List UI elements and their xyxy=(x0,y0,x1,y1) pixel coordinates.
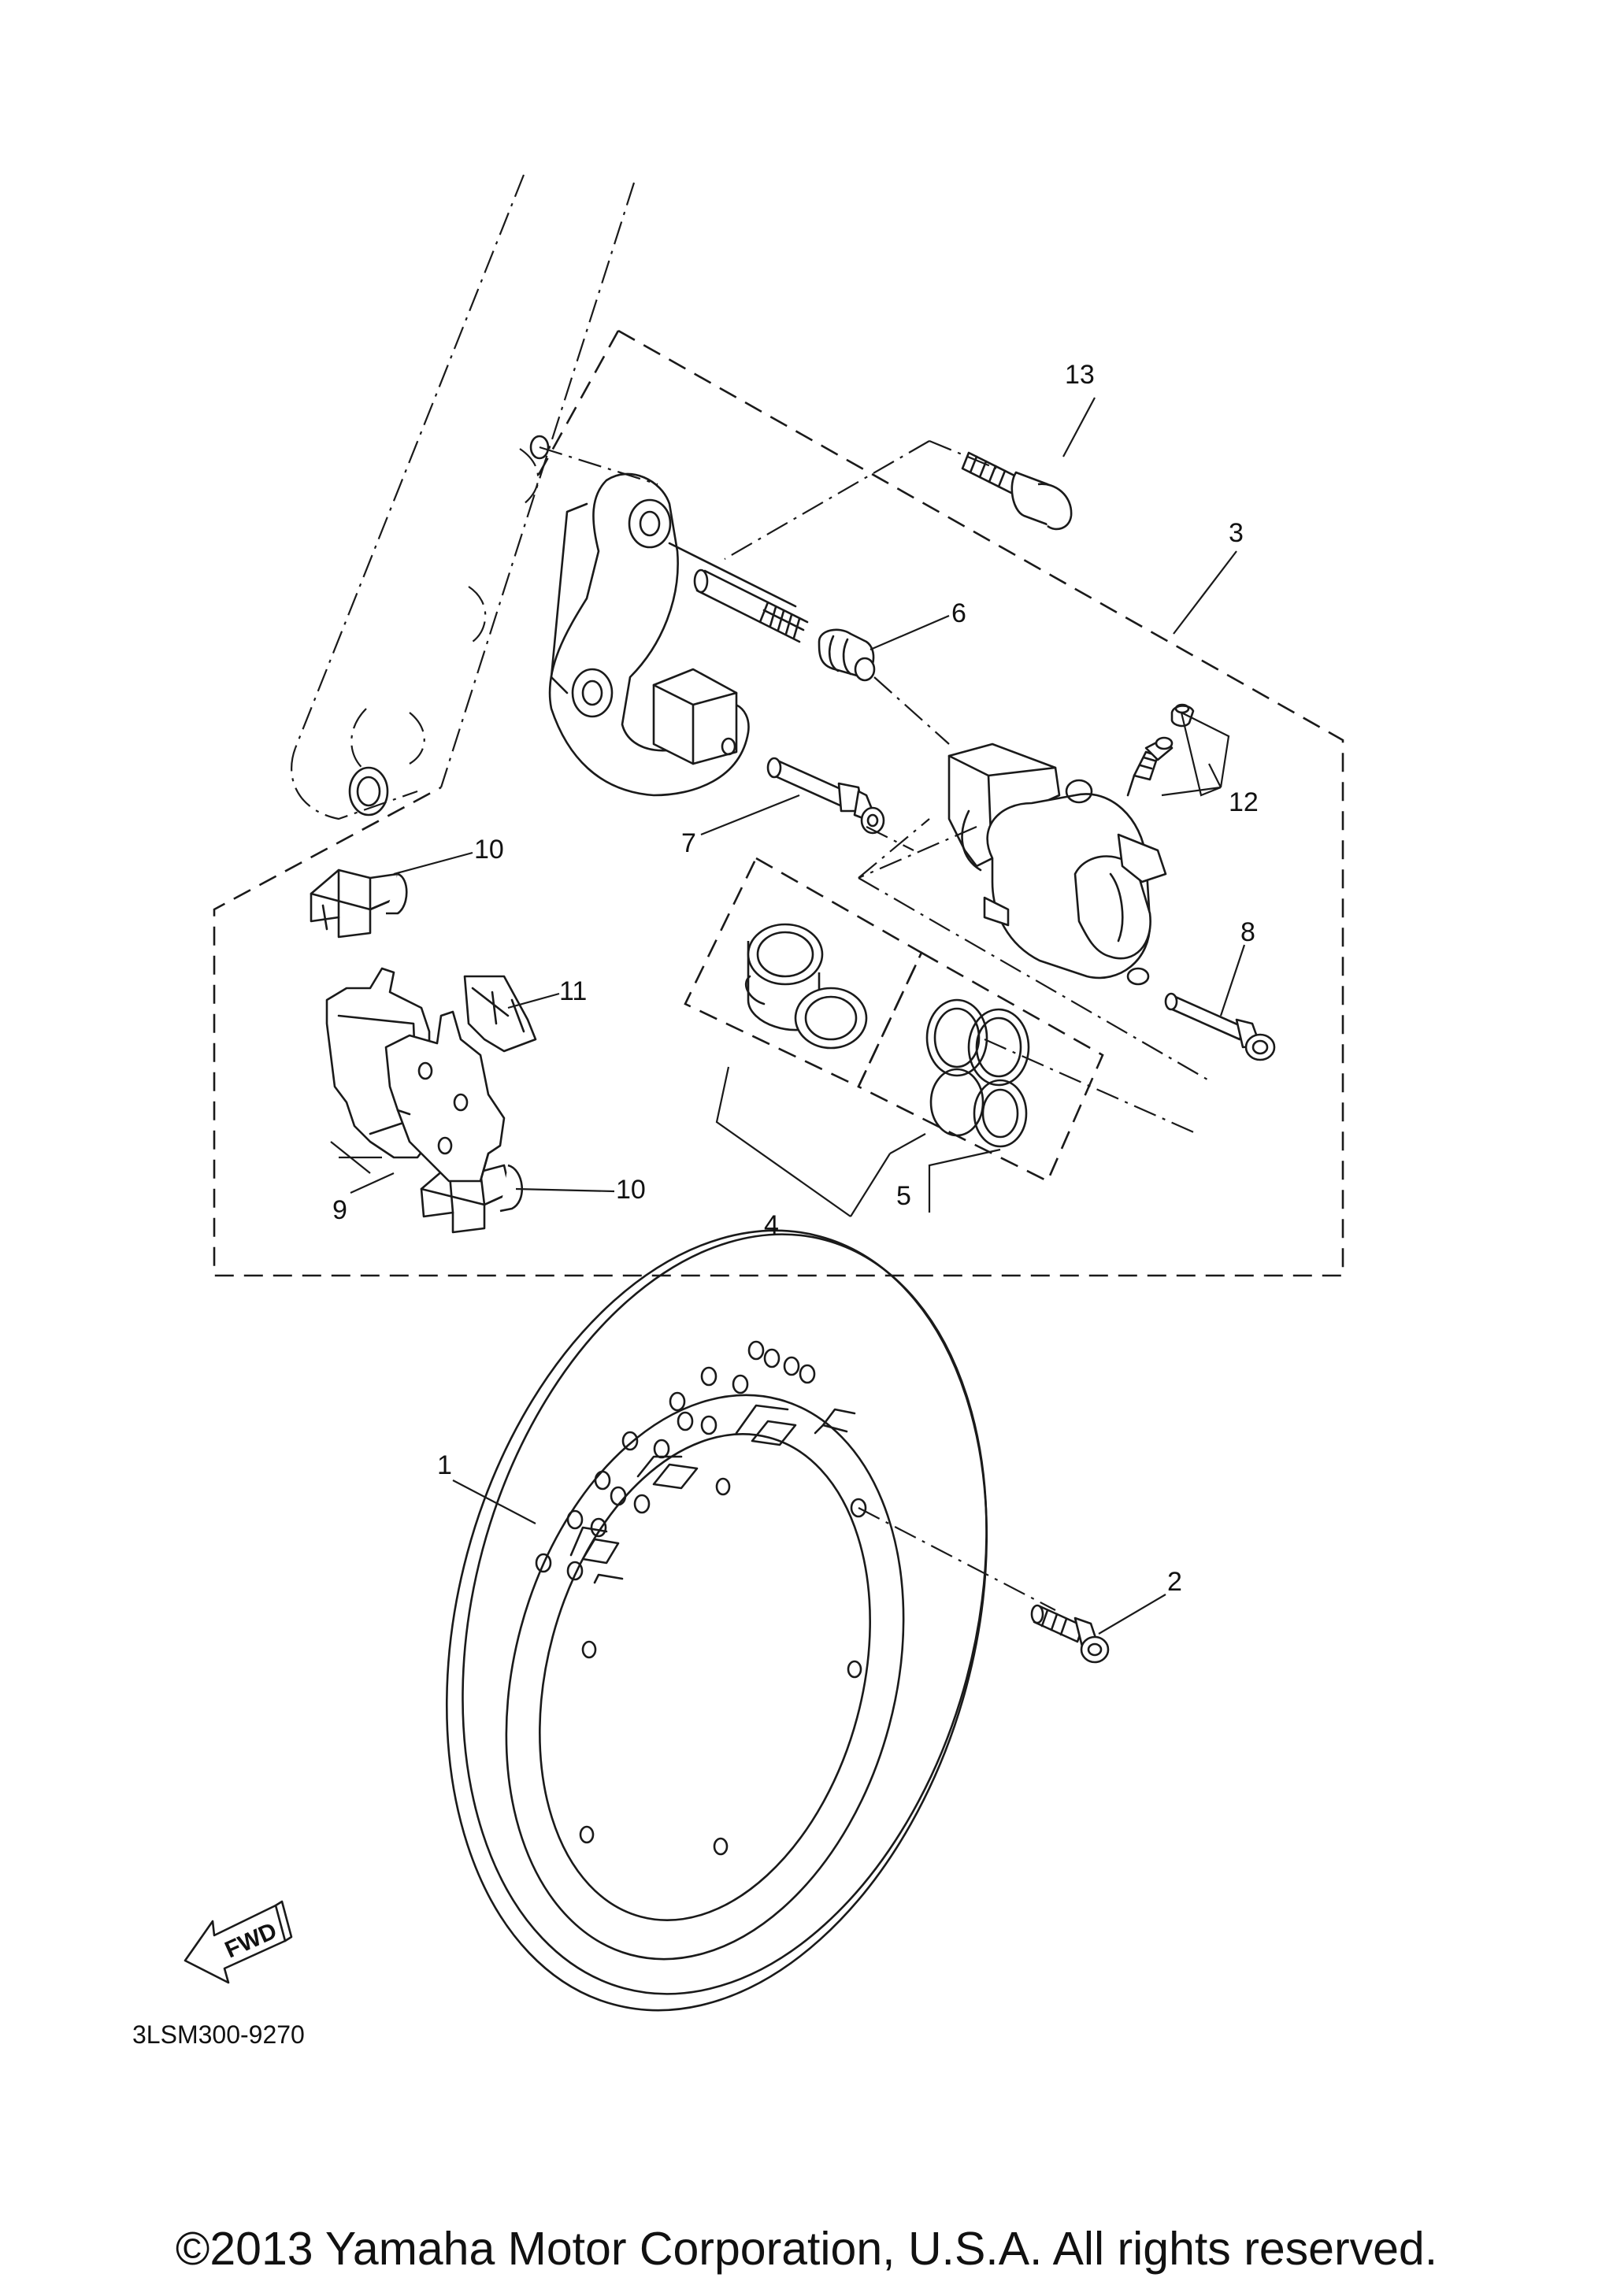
callout-10-upper: 10 xyxy=(474,835,504,865)
part-5-seal-kit xyxy=(857,951,1104,1183)
callout-8: 8 xyxy=(1240,917,1255,947)
callout-2: 2 xyxy=(1167,1567,1182,1597)
callout-7: 7 xyxy=(681,828,696,858)
part-10-pad-spring-upper xyxy=(310,868,408,939)
alignment-lines-caliper xyxy=(724,439,1214,1135)
part-13-bolt xyxy=(961,451,1073,531)
callout-labels: 13 3 6 12 7 10 8 11 10 9 4 5 1 2 xyxy=(332,360,1259,1597)
copyright-notice: ©2013 Yamaha Motor Corporation, U.S.A. A… xyxy=(176,2223,1437,2275)
part-7-pin xyxy=(766,757,885,835)
callout-6: 6 xyxy=(951,598,966,628)
callout-4: 4 xyxy=(764,1210,779,1240)
callout-13: 13 xyxy=(1065,360,1095,390)
part-4-piston-kit xyxy=(684,857,923,1088)
part-8-bolt xyxy=(1164,992,1276,1061)
caliper-bracket xyxy=(548,472,797,797)
part-1-brake-disc xyxy=(445,1229,1056,2012)
part-3-caliper-body xyxy=(947,742,1167,986)
callout-9: 9 xyxy=(332,1195,347,1225)
caliper-assembly-boundary xyxy=(213,329,1344,1277)
callout-5: 5 xyxy=(896,1181,911,1211)
part-12-bleed-screw xyxy=(1126,703,1195,797)
callout-10-lower: 10 xyxy=(616,1175,646,1205)
fork-leg xyxy=(291,174,658,820)
forward-direction-arrow: FWD xyxy=(184,1900,293,1984)
guide-pin-upper xyxy=(693,568,809,643)
callout-1: 1 xyxy=(437,1450,452,1480)
part-6-boot xyxy=(818,628,876,682)
callout-3: 3 xyxy=(1229,518,1244,548)
callout-12: 12 xyxy=(1229,787,1259,817)
diagram-code: 3LSM300-9270 xyxy=(132,2020,305,2049)
part-11-shim xyxy=(463,975,537,1053)
callout-11: 11 xyxy=(559,976,587,1006)
callout-leaders xyxy=(330,397,1246,1635)
part-2-disc-bolt xyxy=(1030,1604,1110,1664)
part-9-brake-pads xyxy=(325,967,506,1183)
